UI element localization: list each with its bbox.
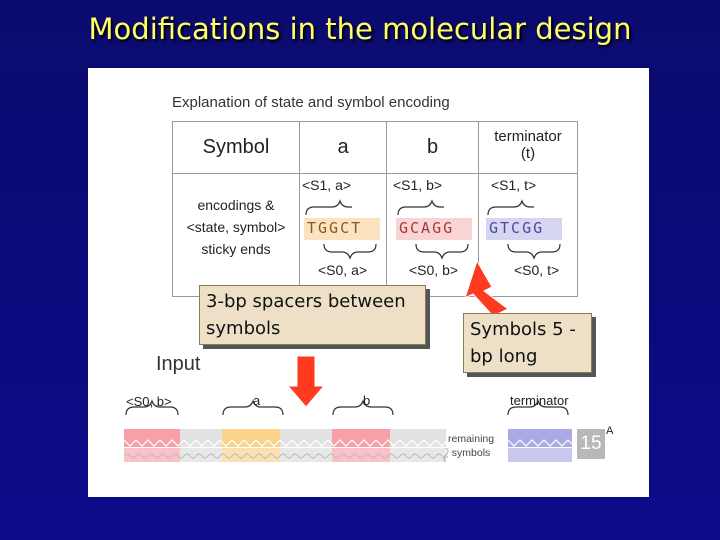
input-tag-s0b: <S0, b> — [126, 394, 172, 409]
brace-top-b — [397, 199, 444, 216]
seq-highlight-a — [304, 218, 380, 240]
brace-input-b — [332, 399, 394, 416]
brace-graphics — [123, 199, 573, 463]
table-col-divider — [478, 122, 479, 296]
brace-bottom-a — [323, 243, 377, 260]
seq-a: TGGCT — [307, 219, 363, 237]
brace-input-s0b — [125, 399, 179, 416]
figure-panel: Explanation of state and symbol encoding… — [88, 68, 649, 497]
remaining-symbols-label: remaining symbols — [448, 432, 494, 460]
arrow-down — [286, 355, 326, 408]
tag-s1-a: <S1, a> — [302, 177, 352, 193]
tag-s0-t: <S0, t> — [514, 262, 560, 278]
brace-bottom-t — [507, 243, 561, 260]
callout-spacers: 3-bp spacers between symbols — [199, 285, 426, 345]
row-label-encodings: encodings & — [197, 197, 275, 213]
strand-end-letter: A — [606, 425, 614, 437]
table-header-divider — [173, 173, 577, 174]
row-label-state-symbol: <state, symbol> — [186, 219, 286, 235]
base-count-box: 15 — [577, 429, 605, 459]
seq-highlight-t — [486, 218, 562, 240]
input-tag-terminator: terminator — [510, 393, 569, 408]
tag-s0-b: <S0, b> — [409, 262, 459, 278]
brace-top-a — [305, 199, 352, 216]
remaining-line1: remaining — [448, 433, 495, 445]
seq-t: GTCGG — [489, 219, 545, 237]
input-label: Input — [156, 353, 201, 375]
brace-top-t — [487, 199, 534, 216]
table-title: Explanation of state and symbol encoding — [172, 94, 450, 111]
dna-strand — [123, 429, 573, 463]
arrow-up — [464, 259, 509, 317]
callout-symbol-length: Symbols 5 -bp long — [463, 313, 592, 373]
tag-s0-a: <S0, a> — [318, 262, 368, 278]
header-symbol: Symbol — [202, 136, 270, 158]
brace-input-terminator — [507, 399, 569, 416]
seq-b: GCAGG — [399, 219, 455, 237]
tag-s1-b: <S1, b> — [393, 177, 443, 193]
tag-s1-t: <S1, t> — [491, 177, 537, 193]
table-col-divider — [299, 122, 300, 296]
slide-title: Modifications in the molecular design — [88, 12, 632, 46]
header-b: b — [426, 136, 439, 158]
header-terminator-abbr: (t) — [520, 145, 536, 162]
header-terminator: terminator — [494, 128, 562, 145]
table-col-divider — [386, 122, 387, 296]
seq-highlight-b — [396, 218, 472, 240]
remaining-line2: symbols — [451, 447, 491, 459]
row-label-sticky-ends: sticky ends — [201, 241, 271, 257]
brace-input-a — [222, 399, 284, 416]
header-a: a — [337, 136, 349, 158]
brace-bottom-b — [415, 243, 469, 260]
input-tag-a: a — [253, 393, 261, 408]
encoding-table: Symbol a b terminator (t) encodings & <s… — [172, 121, 578, 297]
input-tag-b: b — [363, 393, 371, 408]
